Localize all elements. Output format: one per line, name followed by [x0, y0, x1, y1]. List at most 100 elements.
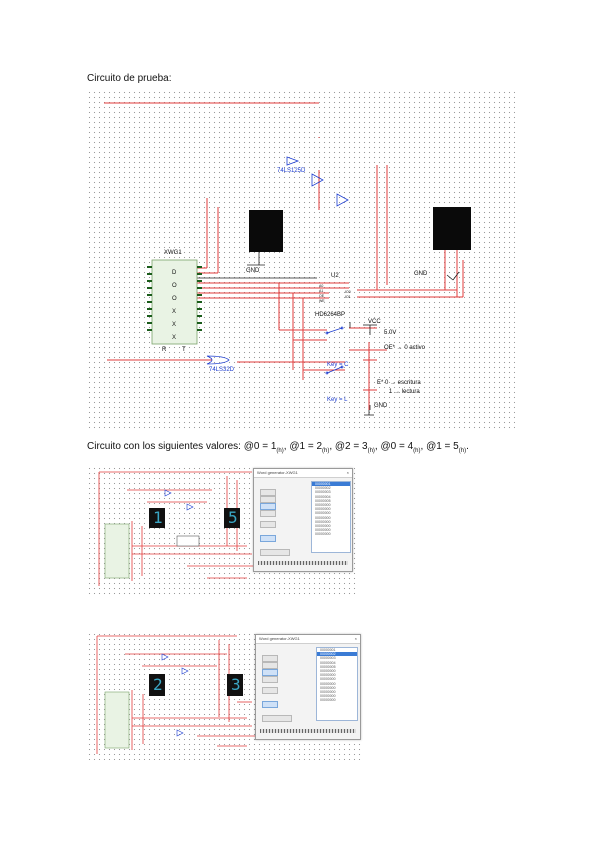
memory-pin-io0: IO0 [345, 290, 351, 294]
list-item[interactable]: 00000002 [315, 486, 331, 491]
bit-strip-2 [260, 729, 356, 733]
list-item[interactable]: 00000003 [315, 490, 331, 495]
trigger-button[interactable] [262, 701, 278, 708]
trigger-button[interactable] [260, 535, 276, 542]
memory-part: HD6264BP [315, 312, 346, 318]
rw-note-read: 1 → lectura [389, 389, 420, 395]
value-2-sub: (h) [367, 448, 375, 454]
gnd-left-label: GND [246, 268, 260, 274]
memory-pin-io1: IO1 [345, 295, 351, 299]
simulation-screenshot-1: 1 5 Word generator-XWG1 × 00000001 00000… [87, 466, 357, 596]
list-item[interactable]: 00000000 [315, 507, 331, 512]
dialog-title: Word generator-XWG1 [254, 469, 352, 478]
memory-pin-a0: A0 [319, 284, 324, 288]
test-circuit-schematic: XWG1 D O O X X X R T 74LS125D 74LS32D U2… [87, 90, 515, 430]
list-item[interactable]: 00000000 [320, 668, 336, 673]
set-button[interactable] [262, 687, 278, 694]
break-button[interactable] [260, 510, 276, 517]
list-item[interactable]: 00000000 [315, 511, 331, 516]
display-right-2-digit: 3 [231, 675, 241, 694]
gnd-bottom-label: GND [374, 403, 388, 409]
xword-letter-d: D [172, 270, 177, 276]
burst-button[interactable] [260, 496, 276, 503]
list-item[interactable]: 00000000 [315, 523, 331, 528]
value-0-sep: , [283, 441, 290, 452]
list-item[interactable]: 00000003 [320, 656, 336, 661]
bit-strip-1 [258, 561, 348, 565]
list-item[interactable]: 00000000 [320, 694, 336, 699]
values-prefix: Circuito con los siguientes valores: [87, 441, 244, 452]
list-item[interactable]: 00000000 [315, 532, 331, 537]
vcc-value: 5.0V [384, 330, 397, 336]
list-item[interactable]: 00000000 [315, 519, 331, 524]
xword-letter-o1: O [172, 283, 177, 289]
value-2: @2 = 3 [334, 441, 368, 452]
burst-button[interactable] [262, 662, 278, 669]
xword-label-t: T [182, 347, 186, 353]
cycle-button[interactable] [260, 489, 276, 496]
display-left-1-digit: 1 [153, 508, 163, 527]
key-l-label: Key = L [327, 397, 348, 403]
list-item[interactable]: 00000000 [320, 685, 336, 690]
break-button[interactable] [262, 676, 278, 683]
step-button[interactable] [260, 503, 276, 510]
xword-letter-x1: X [172, 309, 177, 315]
xword-letter-x3: X [172, 335, 177, 341]
display-left-1 [149, 508, 165, 528]
list-item[interactable]: 00000004 [320, 660, 336, 665]
value-1-sep: , [329, 441, 335, 452]
value-0-sub: (h) [276, 448, 284, 454]
list-item[interactable]: 00000000 [320, 698, 336, 703]
value-3-sub: (h) [413, 448, 421, 454]
word-generator-dialog-1[interactable]: Word generator-XWG1 × 00000001 00000002 … [253, 468, 353, 572]
cycle-button[interactable] [262, 655, 278, 662]
value-1-sub: (h) [322, 448, 330, 454]
xword-label-r: R [162, 347, 167, 353]
frequency-field[interactable] [260, 549, 290, 556]
close-icon[interactable]: × [354, 636, 357, 641]
display-right-1-digit: 5 [228, 508, 238, 527]
step-button[interactable] [262, 669, 278, 676]
list-item[interactable]: 00000000 [315, 528, 331, 533]
display-left-2-digit: 2 [153, 675, 163, 694]
oe-note: OE* → 0 activo [384, 345, 426, 351]
xword-title: XWG1 [164, 250, 182, 256]
list-item[interactable]: 00000005 [320, 664, 336, 669]
list-item[interactable]: 00000000 [320, 689, 336, 694]
list-item[interactable]: 00000000 [320, 681, 336, 686]
rw-note-write: E* 0 → escritura [377, 380, 421, 386]
frequency-field[interactable] [262, 715, 292, 722]
list-item[interactable]: 00000004 [315, 494, 331, 499]
word-list-1[interactable]: 00000001 00000002 00000003 00000004 0000… [311, 481, 351, 553]
word-generator-dialog-2[interactable]: Word generator-XWG1 × 00000001 00000002 … [255, 634, 361, 740]
value-2-sep: , [374, 441, 381, 452]
chip-74ls125d-label: 74LS125D [277, 168, 306, 174]
list-item[interactable]: 00000002 [317, 652, 357, 657]
set-button[interactable] [260, 521, 276, 528]
chip-74ls32d-label: 74LS32D [209, 367, 235, 373]
gnd-right-label: GND [414, 271, 428, 277]
memory-pin-oe: OE [319, 294, 325, 298]
display-right-2 [227, 674, 243, 696]
list-item[interactable]: 00000000 [315, 502, 331, 507]
memory-pin-a1: A1 [319, 289, 324, 293]
xword-letter-x2: X [172, 322, 177, 328]
word-list-2[interactable]: 00000001 00000002 00000003 00000004 0000… [316, 647, 358, 721]
heading-values: Circuito con los siguientes valores: @0 … [87, 441, 469, 454]
screenshot-1-wires [98, 471, 255, 586]
value-4-sep: . [466, 441, 469, 452]
list-item[interactable]: 00000000 [320, 673, 336, 678]
list-item[interactable]: 00000000 [320, 677, 336, 682]
list-item[interactable]: 00000000 [315, 515, 331, 520]
close-icon[interactable]: × [346, 470, 349, 475]
value-1: @1 = 2 [289, 441, 322, 452]
value-4: @1 = 5 [426, 441, 459, 452]
value-3-sep: , [420, 441, 427, 452]
list-item[interactable]: 00000001 [312, 482, 350, 487]
list-item[interactable]: 00000001 [320, 648, 336, 652]
display-right-1 [224, 508, 240, 528]
vcc-label: VCC [368, 319, 381, 325]
memory-name: U2 [331, 273, 339, 279]
value-4-sub: (h) [458, 448, 467, 454]
list-item[interactable]: 00000005 [315, 498, 331, 503]
